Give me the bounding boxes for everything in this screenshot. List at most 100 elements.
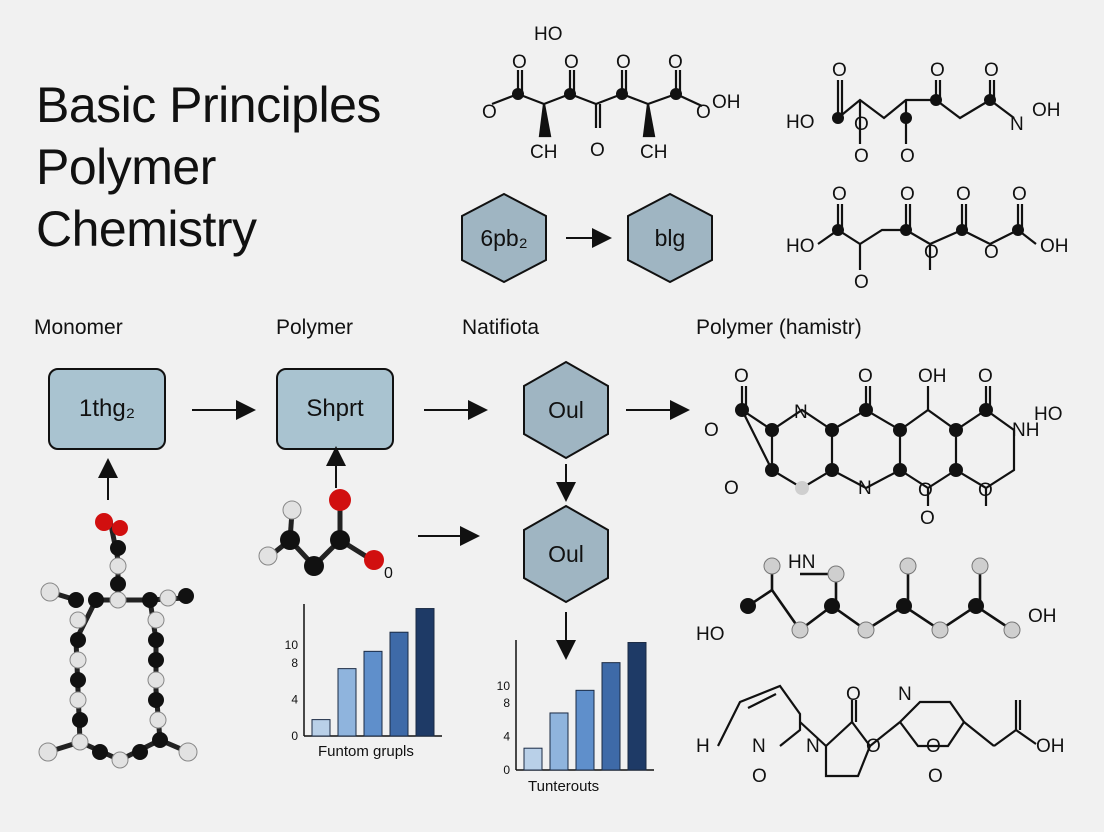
svg-text:OH: OH xyxy=(1032,100,1061,121)
y-tick-label: 4 xyxy=(291,693,298,707)
svg-text:O: O xyxy=(928,766,943,787)
svg-text:O: O xyxy=(920,508,935,529)
svg-text:OH: OH xyxy=(1036,736,1065,757)
label-natifiota: Natifiota xyxy=(462,316,540,339)
bar xyxy=(389,631,409,737)
molecule-e xyxy=(747,566,1013,632)
svg-text:O: O xyxy=(668,52,683,73)
molecule-b-atoms xyxy=(832,94,996,124)
y-tick-label: 0 xyxy=(503,763,510,777)
svg-text:O: O xyxy=(590,140,605,161)
svg-text:O: O xyxy=(930,60,945,81)
molecule-d-labels: O O OH O O N NH HO O N O O O xyxy=(704,366,1063,529)
label-polymer: Polymer xyxy=(276,316,354,339)
bar-chart-right-xlabel: Tunterouts xyxy=(528,778,600,795)
bar xyxy=(601,662,621,771)
svg-text:N: N xyxy=(858,478,872,499)
hexagon-lower-label: Oul xyxy=(548,540,584,567)
y-tick-label: 10 xyxy=(285,638,299,652)
monomer-box: 1thg₂ xyxy=(48,368,166,450)
molecule-b-labels: HO O O O O O O N OH xyxy=(786,60,1061,167)
svg-text:N: N xyxy=(1010,114,1024,135)
svg-text:H: H xyxy=(696,736,710,757)
svg-text:HO: HO xyxy=(534,24,563,45)
svg-text:O: O xyxy=(858,366,873,387)
svg-text:HN: HN xyxy=(788,552,815,573)
hexagon-lower: Oul xyxy=(520,504,612,604)
bar xyxy=(337,668,357,737)
svg-text:O: O xyxy=(696,102,711,123)
y-tick-label: 0 xyxy=(291,729,298,743)
bar-chart-left: 0 4 8 10 xyxy=(285,604,442,743)
bar xyxy=(575,689,595,771)
bar xyxy=(549,712,569,771)
svg-text:O: O xyxy=(984,60,999,81)
title-line-3: Chemistry xyxy=(36,201,257,257)
svg-text:O: O xyxy=(956,184,971,205)
monomer-box-label: 1thg₂ xyxy=(78,395,136,422)
hexagon-top-right-label: blg xyxy=(654,224,686,251)
svg-text:HO: HO xyxy=(786,112,815,133)
y-tick-label: 4 xyxy=(503,729,510,743)
svg-text:O: O xyxy=(900,146,915,167)
svg-text:CH: CH xyxy=(640,142,667,163)
svg-text:O: O xyxy=(926,736,941,757)
svg-text:O: O xyxy=(724,478,739,499)
svg-text:O: O xyxy=(866,736,881,757)
svg-text:O: O xyxy=(854,146,869,167)
svg-text:OH: OH xyxy=(918,366,947,387)
title-line-1: Basic Principles xyxy=(36,77,381,133)
svg-text:O: O xyxy=(482,102,497,123)
svg-text:OH: OH xyxy=(1028,606,1057,627)
svg-text:O: O xyxy=(978,366,993,387)
svg-text:O: O xyxy=(854,272,869,293)
molecule-f xyxy=(717,684,1037,778)
svg-text:N: N xyxy=(806,736,820,757)
svg-text:O: O xyxy=(832,184,847,205)
label-monomer: Monomer xyxy=(34,316,123,339)
svg-text:O: O xyxy=(900,184,915,205)
title-line-2: Polymer xyxy=(36,139,216,195)
svg-text:HO: HO xyxy=(696,624,725,645)
svg-text:OH: OH xyxy=(712,92,741,113)
molecule-a-labels: HO O O O O O O CH CH O OH xyxy=(482,24,741,163)
hexagon-middle-label: Oul xyxy=(548,396,584,423)
ball-stick-small-label: 0 xyxy=(384,565,393,582)
svg-text:O: O xyxy=(918,480,933,501)
hexagon-middle: Oul xyxy=(520,360,612,460)
svg-text:CH: CH xyxy=(530,142,557,163)
svg-text:HO: HO xyxy=(1034,404,1063,425)
svg-text:O: O xyxy=(616,52,631,73)
ball-stick-monomer-atoms xyxy=(38,513,198,769)
molecule-d xyxy=(740,386,1016,506)
bar xyxy=(523,747,543,771)
svg-text:OH: OH xyxy=(1040,236,1069,257)
molecule-c-atoms xyxy=(832,224,1024,236)
svg-text:O: O xyxy=(984,242,999,263)
molecule-f-labels: H N O N O O N O O OH xyxy=(696,684,1065,787)
polymer-box-label: Shprt xyxy=(306,395,364,422)
svg-text:NH: NH xyxy=(1012,420,1039,441)
ball-stick-small-atoms xyxy=(258,489,384,576)
svg-text:O: O xyxy=(512,52,527,73)
svg-text:HO: HO xyxy=(786,236,815,257)
bar-chart-right: 0 4 8 10 xyxy=(497,640,654,777)
y-tick-label: 8 xyxy=(291,656,298,670)
svg-text:O: O xyxy=(1012,184,1027,205)
svg-text:O: O xyxy=(854,114,869,135)
molecule-c-labels: HO O O O O O O O OH xyxy=(786,184,1069,293)
svg-text:N: N xyxy=(794,402,808,423)
svg-text:O: O xyxy=(752,766,767,787)
hexagon-top-left-label: 6pb₂ xyxy=(480,224,528,251)
bar xyxy=(415,608,435,737)
page-title: Basic Principles Polymer Chemistry xyxy=(36,74,456,260)
svg-text:O: O xyxy=(846,684,861,705)
molecule-a-atoms xyxy=(512,88,682,100)
y-tick-label: 10 xyxy=(497,679,511,693)
svg-text:O: O xyxy=(564,52,579,73)
y-tick-label: 8 xyxy=(503,696,510,710)
bar xyxy=(363,650,383,737)
bar-chart-left-xlabel: Funtom grupls xyxy=(318,743,414,760)
bar xyxy=(311,719,331,737)
